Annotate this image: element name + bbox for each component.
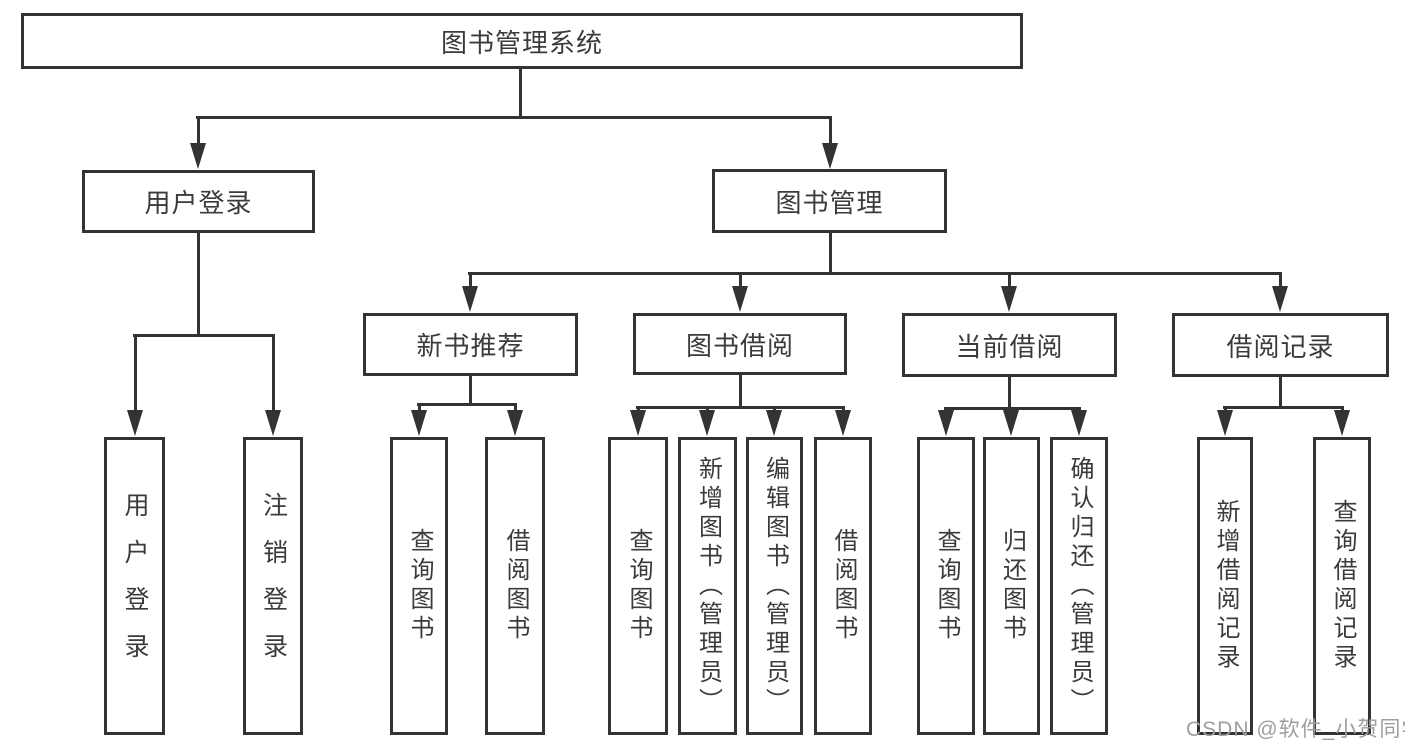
- leaf-borrow-query-books: 查询图书: [608, 437, 668, 735]
- leaf-record-query-borrow-record: 查询借阅记录: [1313, 437, 1371, 735]
- leaf-newbook-borrow-books: 借阅图书: [485, 437, 545, 735]
- node-book-management: 图书管理: [712, 169, 947, 233]
- connector-stem: [469, 376, 472, 404]
- arrow-down-icon: [462, 286, 478, 312]
- connector-rail: [417, 403, 517, 406]
- node-new-book-recommend: 新书推荐: [363, 313, 578, 376]
- watermark-text: CSDN @软件_小贺同学: [1186, 718, 1405, 741]
- arrow-down-icon: [835, 410, 851, 436]
- connector-rail: [468, 272, 1282, 275]
- arrow-down-icon: [699, 410, 715, 436]
- connector-stem: [829, 233, 832, 273]
- connector-drop: [1279, 273, 1282, 292]
- arrow-down-icon: [630, 410, 646, 436]
- connector-drop: [272, 335, 275, 416]
- connector-drop: [469, 273, 472, 292]
- arrow-down-icon: [1071, 410, 1087, 436]
- node-user-login: 用户登录: [82, 170, 315, 233]
- connector-stem: [519, 68, 522, 117]
- connector-rail: [196, 116, 832, 119]
- arrow-down-icon: [127, 410, 143, 436]
- arrow-down-icon: [1001, 286, 1017, 312]
- node-borrow-record: 借阅记录: [1172, 313, 1389, 377]
- leaf-user-login: 用户登录: [104, 437, 165, 735]
- arrow-down-icon: [766, 410, 782, 436]
- leaf-borrow-borrow-books: 借阅图书: [814, 437, 872, 735]
- connector-rail: [133, 334, 275, 337]
- arrow-down-icon: [507, 410, 523, 436]
- connector-stem: [1008, 377, 1011, 408]
- arrow-down-icon: [732, 286, 748, 312]
- node-book-borrow: 图书借阅: [633, 313, 847, 375]
- arrow-down-icon: [822, 143, 838, 169]
- arrow-down-icon: [1217, 410, 1233, 436]
- arrow-down-icon: [265, 410, 281, 436]
- leaf-current-confirm-return-admin: 确认归还（管理员）: [1050, 437, 1108, 735]
- arrow-down-icon: [1334, 410, 1350, 436]
- arrow-down-icon: [938, 410, 954, 436]
- leaf-logout: 注销登录: [243, 437, 303, 735]
- node-library-system: 图书管理系统: [21, 13, 1023, 69]
- leaf-current-return-books: 归还图书: [983, 437, 1040, 735]
- connector-drop: [739, 273, 742, 292]
- arrow-down-icon: [411, 410, 427, 436]
- leaf-newbook-query-books: 查询图书: [390, 437, 448, 735]
- leaf-record-add-borrow-record: 新增借阅记录: [1197, 437, 1253, 735]
- leaf-borrow-edit-books-admin: 编辑图书（管理员）: [746, 437, 803, 735]
- connector-stem: [1279, 377, 1282, 407]
- node-current-borrow: 当前借阅: [902, 313, 1117, 377]
- connector-drop: [134, 335, 137, 416]
- arrow-down-icon: [1272, 286, 1288, 312]
- connector-rail: [1223, 406, 1344, 409]
- connector-drop: [1008, 273, 1011, 292]
- arrow-down-icon: [1003, 410, 1019, 436]
- arrow-down-icon: [190, 143, 206, 169]
- connector-drop: [829, 117, 832, 149]
- leaf-current-query-books: 查询图书: [917, 437, 975, 735]
- connector-drop: [197, 117, 200, 149]
- leaf-borrow-add-books-admin: 新增图书（管理员）: [678, 437, 737, 735]
- connector-stem: [197, 233, 200, 335]
- connector-stem: [739, 374, 742, 407]
- connector-rail: [636, 406, 845, 409]
